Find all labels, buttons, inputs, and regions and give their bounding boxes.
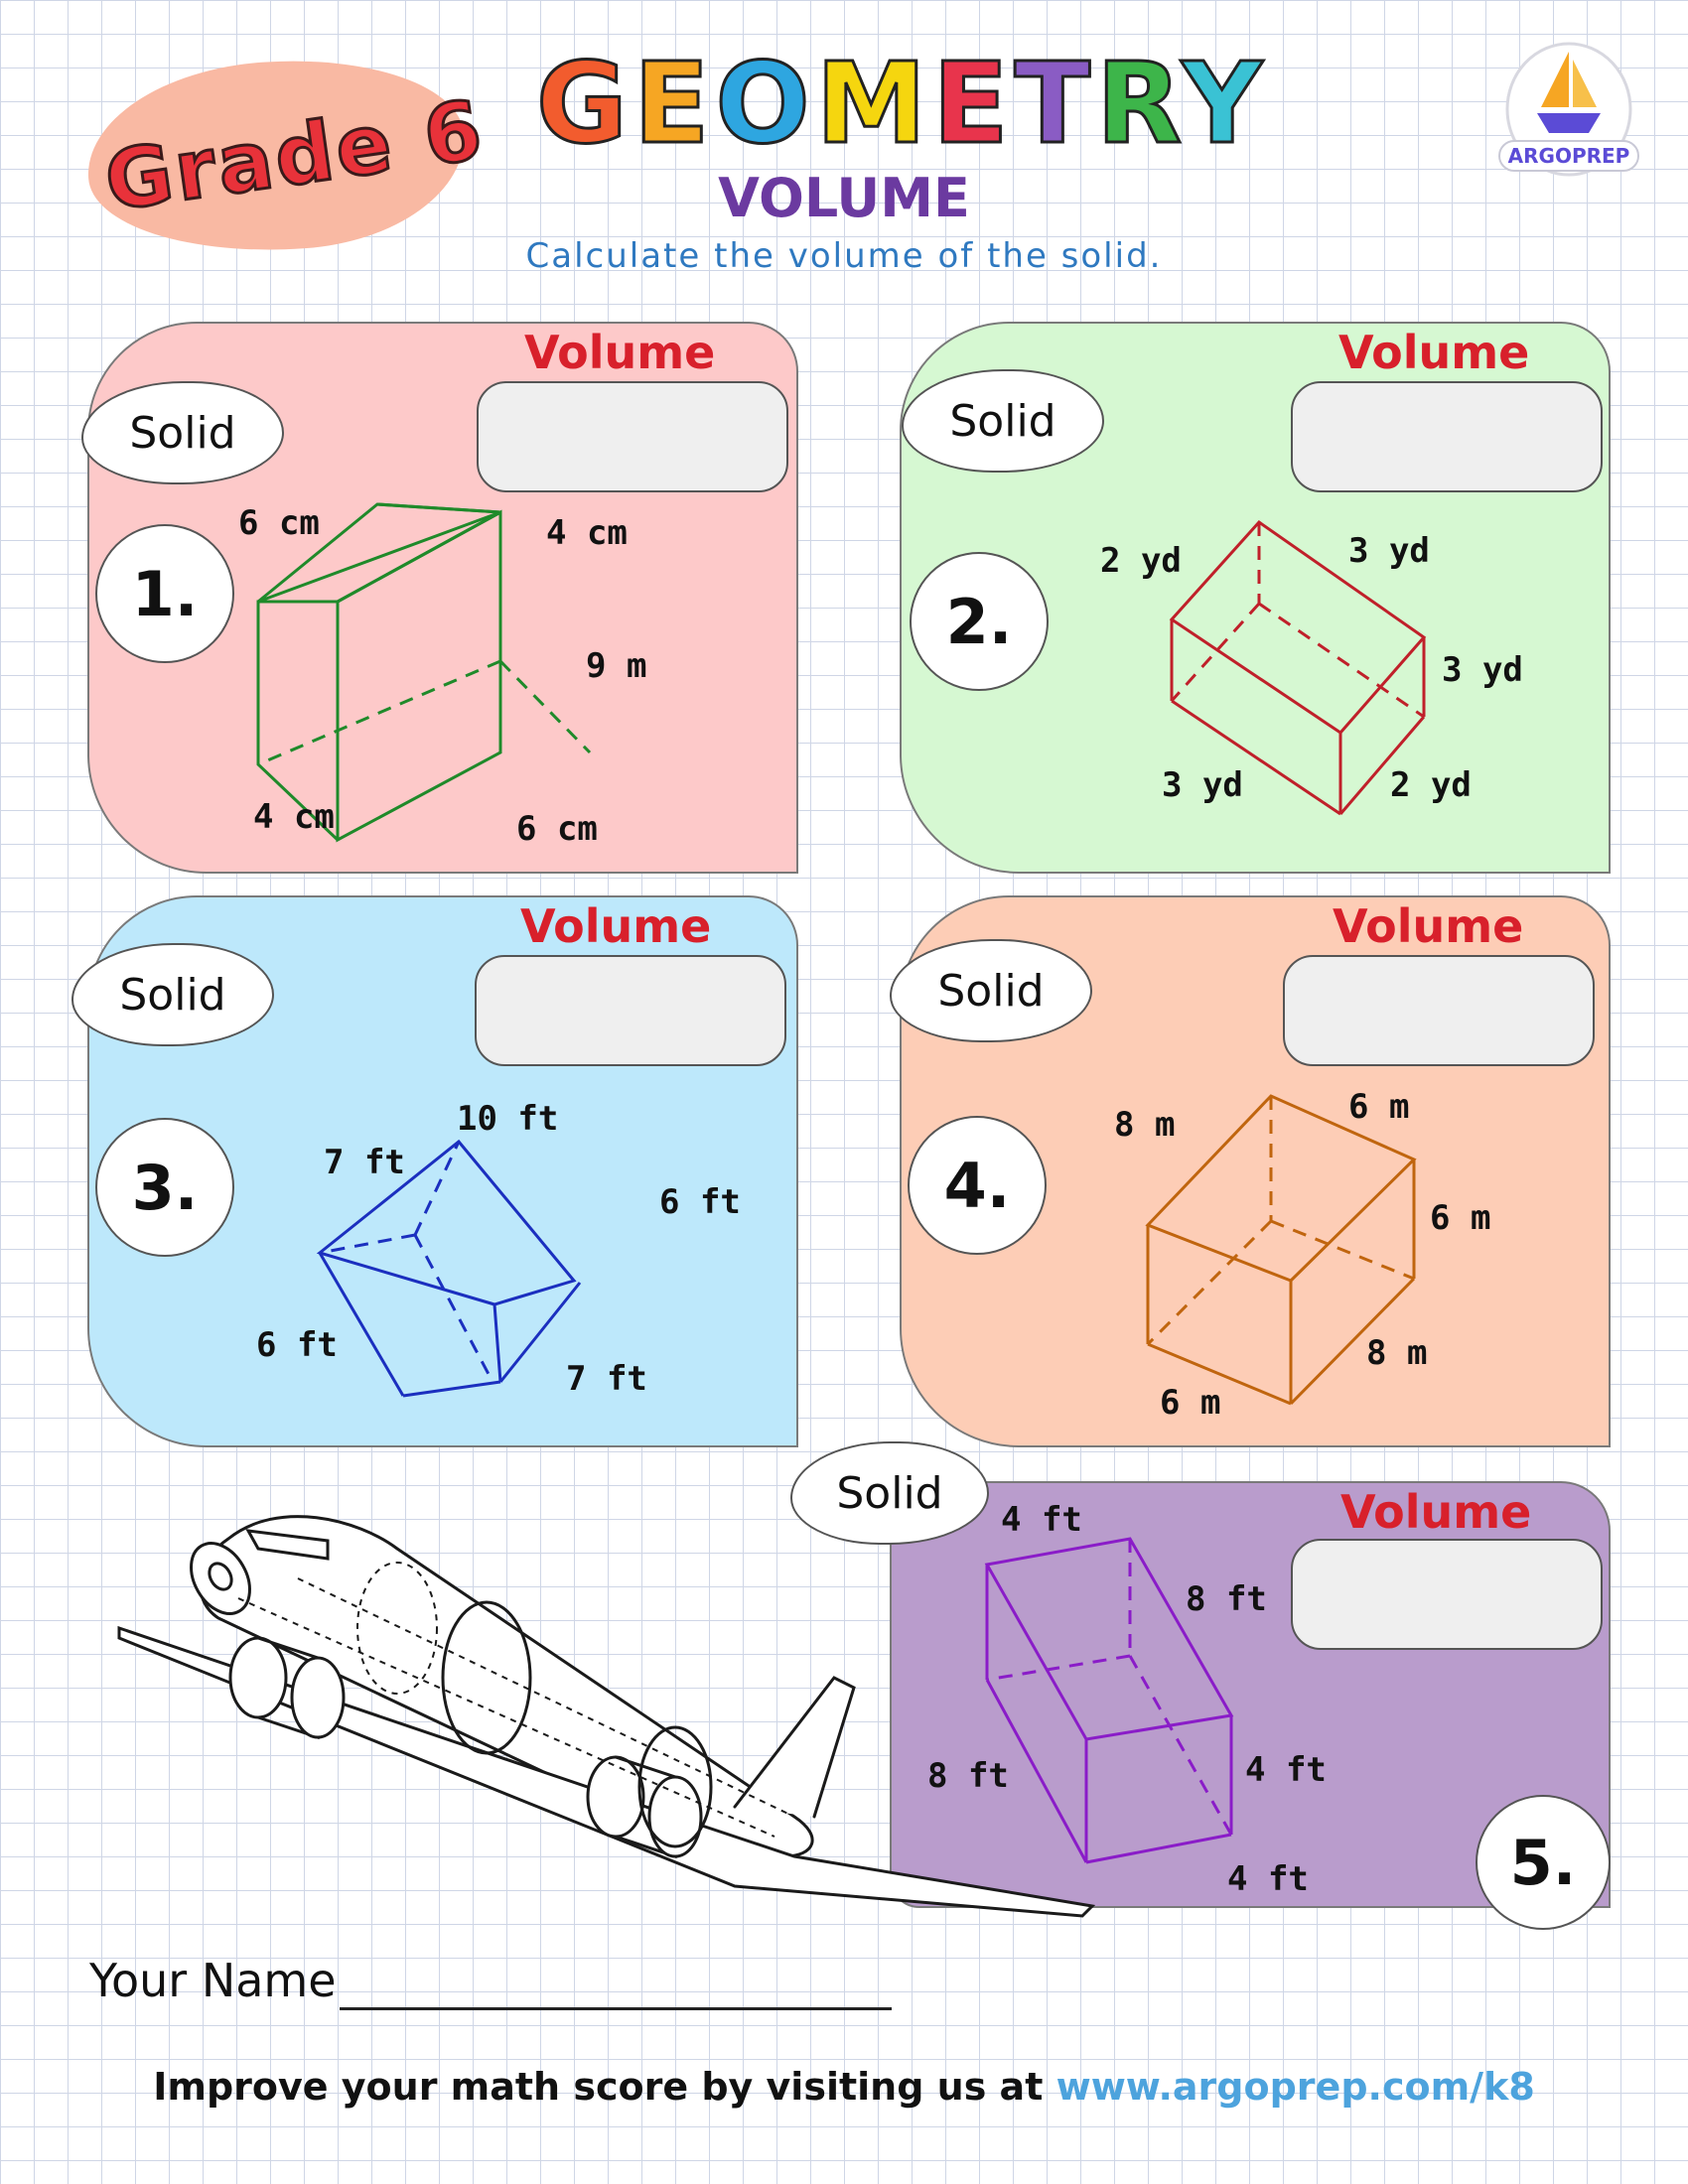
volume-label: Volume — [520, 899, 712, 953]
dim-label: 4 ft — [1227, 1859, 1309, 1899]
volume-label: Volume — [1338, 326, 1530, 379]
dim-label: 4 ft — [1001, 1500, 1082, 1540]
title-letter: E — [632, 39, 716, 171]
rectangular-prism-5: 4 ft 8 ft 8 ft 4 ft 4 ft — [927, 1500, 1327, 1899]
title-letter: R — [1095, 39, 1183, 171]
title-letter: E — [931, 39, 1015, 171]
dim-label: 8 ft — [927, 1756, 1009, 1796]
problem-panel-5: Volume 5. 4 ft 8 ft 8 ft 4 ft 4 ft — [890, 1481, 1611, 1930]
dim-label: 3 yd — [1348, 531, 1430, 571]
dim-label: 4 ft — [1245, 1750, 1327, 1790]
dim-label: 6 m — [1348, 1087, 1409, 1127]
dim-label: 2 yd — [1100, 541, 1182, 581]
dim-label: 6 cm — [516, 809, 598, 849]
title-letter: Y — [1181, 39, 1269, 171]
volume-answer-box-3[interactable] — [475, 955, 786, 1066]
footer-text: Improve your math score by visiting us a… — [153, 2065, 1044, 2109]
page-title: GEOMETRY — [535, 39, 1269, 171]
dim-label: 2 yd — [1390, 765, 1472, 805]
argoprep-logo: ARGOPREP — [1489, 30, 1648, 179]
dim-label: 6 m — [1430, 1198, 1490, 1238]
dim-label: 6 m — [1160, 1383, 1220, 1423]
dim-label: 4 cm — [253, 797, 335, 837]
problem-number-5: 5. — [1476, 1795, 1611, 1930]
title-letter: M — [814, 39, 933, 171]
dim-label: 9 m — [586, 646, 646, 686]
solid-tag-1: Solid — [81, 381, 284, 484]
solid-tag-3: Solid — [71, 943, 274, 1046]
volume-answer-box-2[interactable] — [1291, 381, 1603, 492]
logo-text: ARGOPREP — [1508, 144, 1630, 168]
volume-label: Volume — [1340, 1485, 1532, 1539]
dim-label: 4 cm — [546, 513, 628, 553]
volume-label: Volume — [1333, 899, 1524, 953]
name-label: Your Name — [89, 1954, 337, 2007]
rectangular-prism-2: 2 yd 3 yd 3 yd 3 yd 2 yd — [1100, 520, 1523, 816]
dim-label: 8 m — [1366, 1333, 1427, 1373]
problem-number-2: 2. — [910, 552, 1049, 691]
solid-tag-4: Solid — [890, 939, 1092, 1042]
dim-label: 8 ft — [1186, 1579, 1267, 1619]
problem-number-4: 4. — [908, 1116, 1047, 1255]
solid-tag-2: Solid — [902, 369, 1104, 473]
dim-label: 6 cm — [238, 503, 320, 543]
volume-answer-box-4[interactable] — [1283, 955, 1595, 1066]
rectangular-prism-3: 10 ft 7 ft 6 ft 6 ft 7 ft — [256, 1099, 741, 1399]
rectangular-prism-4: 8 m 6 m 6 m 8 m 6 m — [1114, 1087, 1490, 1423]
dim-label: 8 m — [1114, 1105, 1175, 1145]
airplane-illustration — [117, 1515, 1096, 1918]
dim-label: 3 yd — [1442, 650, 1523, 690]
title-letter: G — [535, 39, 633, 171]
dim-label: 6 ft — [256, 1325, 338, 1365]
problem-panel-3: Volume 3. 10 ft 7 ft 6 ft 6 ft 7 ft — [87, 895, 798, 1447]
title-letter: O — [714, 39, 816, 171]
dim-label: 3 yd — [1162, 765, 1243, 805]
title-letter: T — [1013, 39, 1097, 171]
dim-label: 7 ft — [324, 1143, 405, 1182]
dim-label: 7 ft — [566, 1359, 647, 1399]
dim-label: 10 ft — [457, 1099, 558, 1139]
instruction-text: Calculate the volume of the solid. — [525, 236, 1163, 276]
footer: Improve your math score by visiting us a… — [0, 2065, 1688, 2109]
solid-tag-5: Solid — [790, 1441, 989, 1545]
volume-label: Volume — [524, 326, 716, 379]
page-subtitle: VOLUME — [718, 167, 970, 229]
problem-number-3: 3. — [95, 1118, 234, 1257]
problem-number-1: 1. — [95, 524, 234, 663]
volume-answer-box-5[interactable] — [1291, 1539, 1603, 1650]
volume-answer-box-1[interactable] — [477, 381, 788, 492]
name-input-line[interactable] — [340, 2007, 892, 2010]
rectangular-prism-1: 6 cm 4 cm 9 m 4 cm 6 cm — [238, 502, 646, 849]
dim-label: 6 ft — [659, 1182, 741, 1222]
problem-panel-1: Volume 1. 6 cm 4 cm 9 m 4 cm 6 cm — [87, 322, 798, 874]
footer-link[interactable]: www.argoprep.com/k8 — [1055, 2065, 1535, 2109]
